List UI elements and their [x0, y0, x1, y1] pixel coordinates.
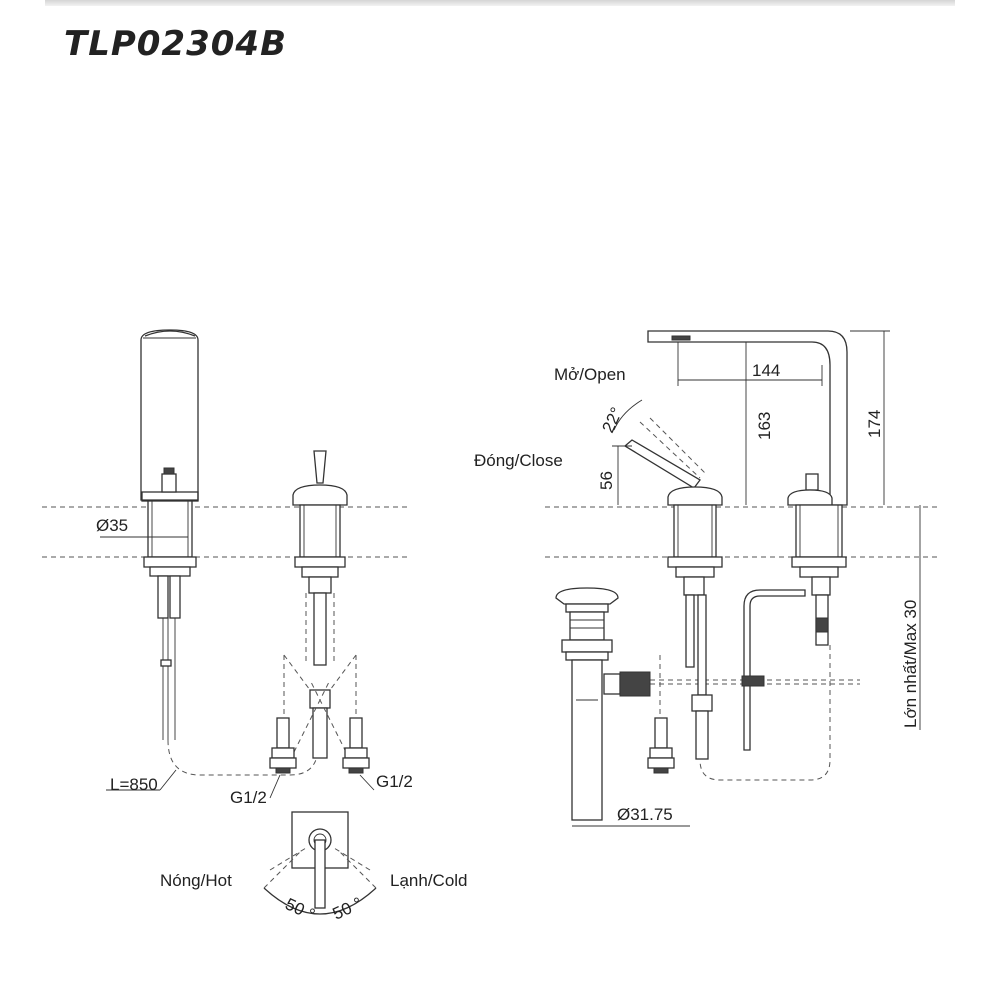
- supply-valve-right: [342, 717, 375, 791]
- hot-angle-label: 50 °: [282, 894, 318, 924]
- open-vi: Mở/: [554, 365, 584, 384]
- hot-label: Nóng/Hot: [160, 871, 232, 890]
- hose-length-label: L=850: [110, 775, 158, 794]
- spout-height-label: 163: [755, 412, 774, 440]
- cold-en: Cold: [433, 871, 468, 890]
- close-label: Đóng/Close: [474, 451, 563, 470]
- handle-rotation-diagram: [263, 811, 377, 915]
- open-en: Open: [584, 365, 626, 384]
- open-label: Mở/Open: [554, 365, 626, 384]
- side-supply-valve: [647, 717, 675, 774]
- side-handle: [623, 417, 723, 760]
- popup-drain: [555, 587, 690, 827]
- max-thickness-vi: Lớn nhất/: [901, 655, 920, 728]
- reach-label: 144: [752, 361, 780, 380]
- connection-left-label: G1/2: [230, 788, 267, 807]
- max-thickness-label: Lớn nhất/Max 30: [901, 600, 920, 728]
- cold-label: Lạnh/Cold: [390, 871, 468, 890]
- dimension-lines: [612, 330, 921, 730]
- close-vi: Đóng/: [474, 451, 520, 470]
- model-title: TLP02304B: [64, 24, 287, 64]
- mounting-hole-label: Ø35: [96, 516, 128, 535]
- lever-height-label: 56: [597, 471, 616, 490]
- cold-vi: Lạnh/: [390, 871, 433, 890]
- total-height-label: 174: [865, 410, 884, 438]
- max-thickness-en: Max 30: [901, 600, 920, 656]
- side-spout: [647, 330, 860, 781]
- hot-vi: Nóng/: [160, 871, 206, 890]
- connection-right-label: G1/2: [376, 772, 413, 791]
- front-spout: [100, 329, 319, 791]
- top-rule: [45, 0, 955, 6]
- front-handle: [283, 450, 357, 761]
- hot-en: Hot: [205, 871, 232, 890]
- supply-valve-left: [269, 717, 297, 799]
- cold-angle-label: 50 °: [330, 894, 366, 924]
- close-en: Close: [519, 451, 562, 470]
- drain-diameter-label: Ø31.75: [617, 805, 673, 824]
- countertop-lines: [42, 506, 940, 558]
- lever-angle-label: 22°: [598, 404, 626, 435]
